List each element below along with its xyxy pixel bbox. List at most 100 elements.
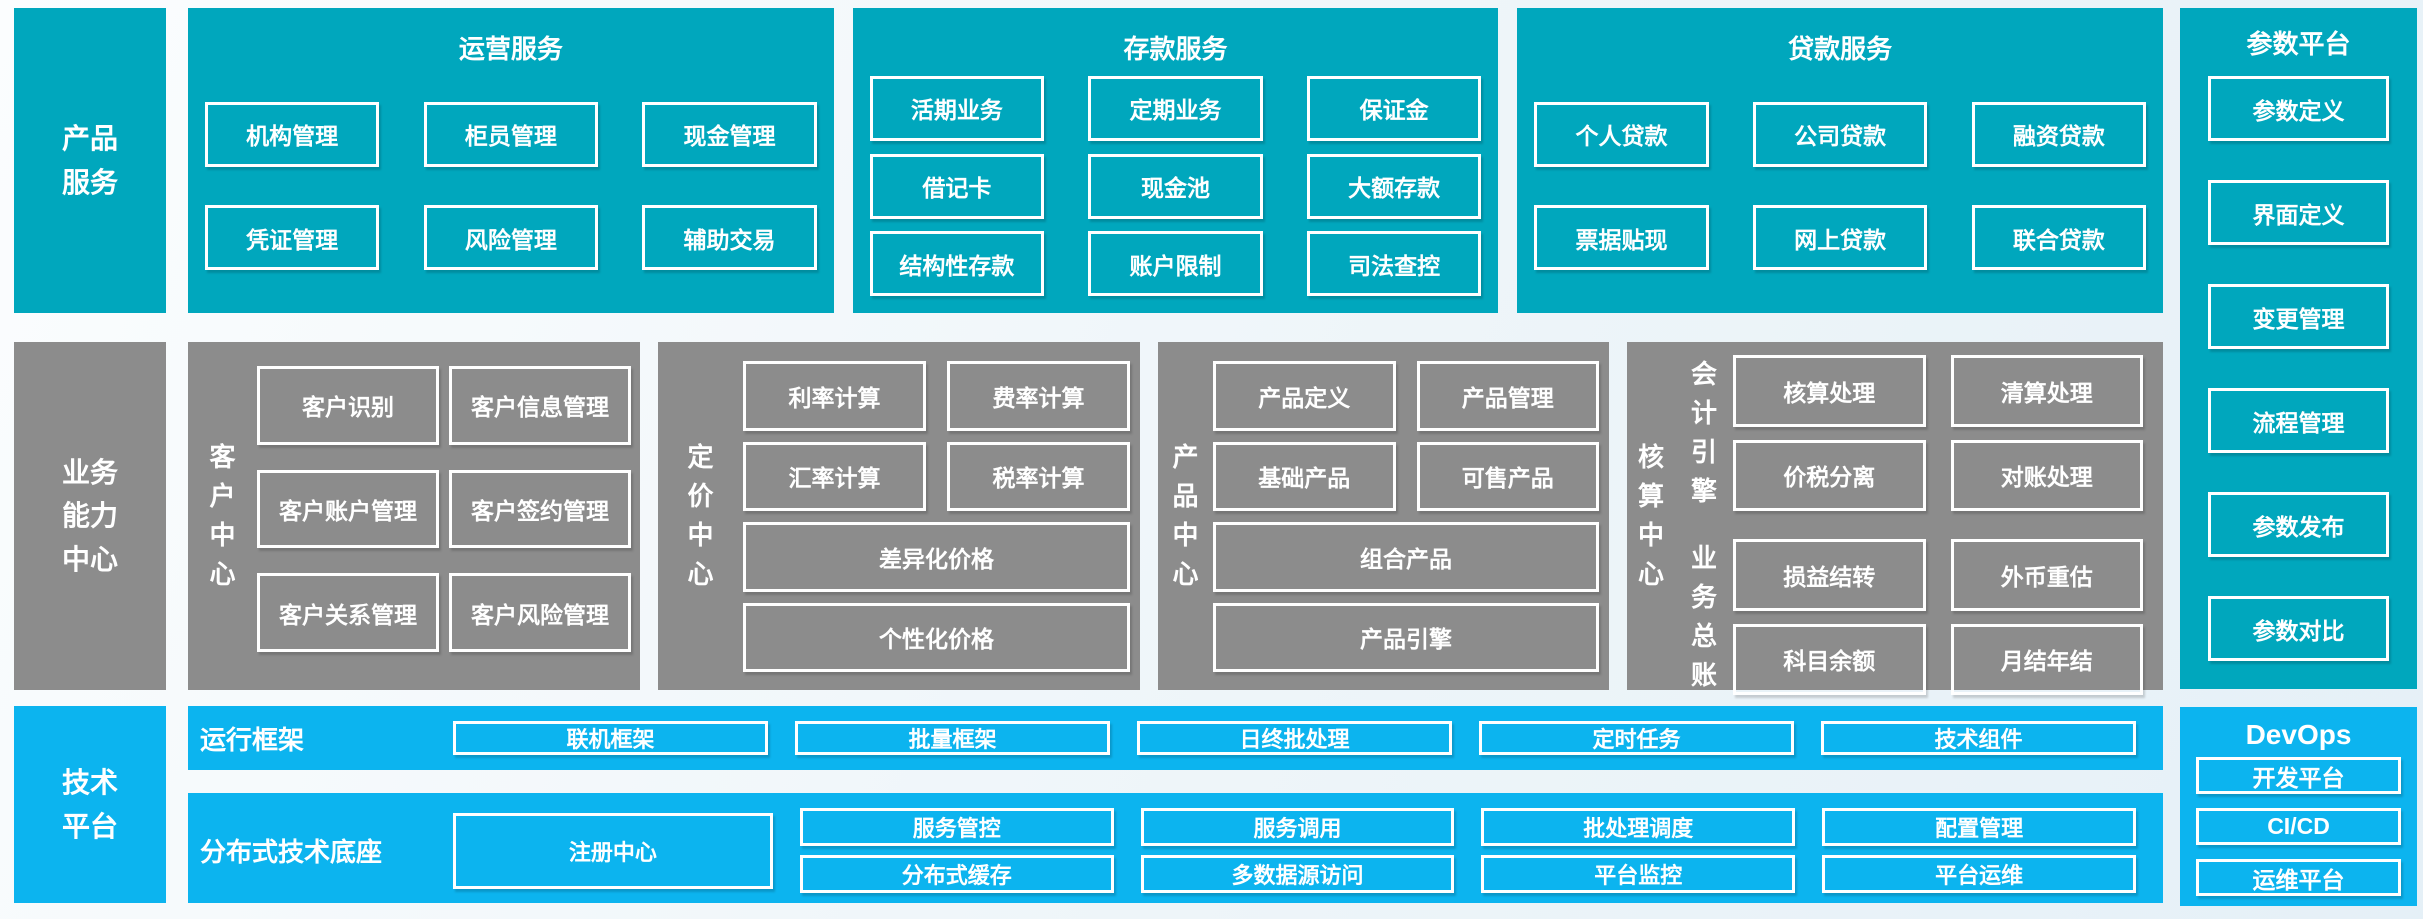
arch-box: 利率计算	[743, 361, 926, 431]
section-pricing-center: 定价中心 利率计算 费率计算 汇率计算 税率计算 差异化价格 个性化价格	[658, 342, 1140, 690]
box-row: 结构性存款 账户限制 司法查控	[853, 231, 1499, 297]
band-product-services: 产品服务 运营服务 机构管理 柜员管理 现金管理 凭证管理 风险管理 辅助交易 …	[14, 8, 2164, 313]
arch-box: CI/CD	[2196, 808, 2401, 845]
row-label-text: 技术平台	[61, 767, 118, 842]
section-operations-services: 运营服务 机构管理 柜员管理 现金管理 凭证管理 风险管理 辅助交易	[188, 8, 834, 313]
arch-box-wide: 组合产品	[1213, 522, 1599, 592]
box-row: 活期业务 定期业务 保证金	[853, 75, 1499, 141]
section-title: 贷款服务	[1788, 34, 1893, 64]
arch-box: 技术组件	[1821, 721, 2136, 755]
section-loan-services: 贷款服务 个人贷款 公司贷款 融资贷款 票据贴现 网上贷款 联合贷款	[1517, 8, 2164, 313]
section-vertical-label: 定价中心	[687, 442, 714, 589]
vertical-label-zone: 业务总账	[1675, 539, 1733, 695]
arch-box: 流程管理	[2208, 388, 2389, 453]
arch-box: 风险管理	[423, 205, 598, 271]
arch-box: 外币重估	[1950, 539, 2143, 611]
section-title: 存款服务	[1123, 34, 1228, 64]
arch-box-wide: 差异化价格	[743, 522, 1130, 592]
arch-box: 凭证管理	[205, 205, 380, 271]
arch-box: 费率计算	[947, 361, 1130, 431]
arch-box: 分布式缓存	[799, 855, 1114, 893]
arch-box: 融资贷款	[1971, 101, 2146, 167]
arch-box: 平台运维	[1822, 855, 2136, 893]
arch-box: 运维平台	[2196, 859, 2401, 896]
box-rows: 活期业务 定期业务 保证金 借记卡 现金池 大额存款 结构性存款 账户限制 司法…	[853, 63, 1499, 313]
arch-box: 平台监控	[1481, 855, 1796, 893]
accounting-group-engine: 会计引擎 核算处理 清算处理 价税分离 对账处理	[1675, 355, 2143, 511]
arch-box: 核算处理	[1733, 355, 1926, 427]
band-technology-platform: 技术平台 运行框架 联机框架 批量框架 日终批处理 定时任务 技术组件 分布式技…	[14, 706, 2163, 903]
arch-box: 账户限制	[1088, 231, 1263, 297]
section-runtime-framework: 运行框架 联机框架 批量框架 日终批处理 定时任务 技术组件	[188, 706, 2163, 770]
arch-box: 客户关系管理	[257, 573, 439, 652]
section-product-center: 产品中心 产品定义 产品管理 基础产品 可售产品 组合产品 产品引擎	[1158, 342, 1609, 690]
section-title: 参数平台	[2246, 29, 2351, 59]
row-label-technology-platform: 技术平台	[14, 706, 166, 903]
arch-box: 参数对比	[2208, 596, 2389, 661]
arch-box: 参数发布	[2208, 492, 2389, 557]
arch-box: 客户识别	[257, 366, 439, 445]
section-distributed-base: 分布式技术底座 注册中心 服务管控 分布式缓存 服务调用 多数据源访问 批处理调…	[188, 793, 2163, 903]
arch-box: 参数定义	[2208, 76, 2389, 141]
section-parameter-platform: 参数平台 参数定义 界面定义 变更管理 流程管理 参数发布 参数对比	[2180, 8, 2417, 689]
arch-box: 对账处理	[1950, 439, 2143, 511]
group-vertical-label: 会计引擎	[1690, 359, 1717, 506]
arch-box: 多数据源访问	[1140, 855, 1455, 893]
arch-box: 柜员管理	[423, 101, 598, 167]
arch-box: 日终批处理	[1137, 721, 1452, 755]
arch-box: 服务调用	[1140, 808, 1455, 846]
arch-box: 借记卡	[869, 153, 1044, 219]
row-label-text: 产品服务	[61, 123, 118, 198]
arch-box: 产品定义	[1213, 361, 1396, 431]
arch-box: 界面定义	[2208, 180, 2389, 245]
vertical-label-zone: 核算中心	[1627, 342, 1675, 690]
box-stack: 批处理调度 平台监控	[1481, 808, 1796, 893]
arch-box: 批处理调度	[1481, 808, 1796, 846]
main-column: 产品服务 运营服务 机构管理 柜员管理 现金管理 凭证管理 风险管理 辅助交易 …	[14, 8, 2164, 911]
box-grid: 核算处理 清算处理 价税分离 对账处理	[1733, 355, 2143, 511]
arch-box: 可售产品	[1416, 441, 1599, 511]
box-row: 凭证管理 风险管理 辅助交易	[188, 205, 834, 271]
arch-box: 清算处理	[1950, 355, 2143, 427]
arch-box: 变更管理	[2208, 284, 2389, 349]
arch-box: 结构性存款	[869, 231, 1044, 297]
box-grid: 利率计算 费率计算 汇率计算 税率计算 差异化价格 个性化价格	[743, 361, 1130, 672]
box-row: 机构管理 柜员管理 现金管理	[188, 101, 834, 167]
arch-box: 网上贷款	[1753, 205, 1928, 271]
box-rows: 机构管理 柜员管理 现金管理 凭证管理 风险管理 辅助交易	[188, 63, 834, 313]
row-label-business-capability: 业务能力中心	[14, 342, 166, 690]
arch-box: 批量框架	[795, 721, 1110, 755]
arch-box: 损益结转	[1733, 539, 1926, 611]
accounting-groups: 会计引擎 核算处理 清算处理 价税分离 对账处理 业务总账 损益结转	[1675, 355, 2143, 695]
arch-box: 保证金	[1307, 75, 1482, 141]
arch-box: 现金管理	[642, 101, 817, 167]
arch-box: 产品管理	[1416, 361, 1599, 431]
group-vertical-label: 业务总账	[1690, 543, 1717, 690]
arch-box: 汇率计算	[743, 441, 926, 511]
vertical-label-zone: 会计引擎	[1675, 355, 1733, 511]
section-vertical-label: 产品中心	[1172, 442, 1199, 589]
arch-box: 司法查控	[1307, 231, 1482, 297]
box-row: 个人贷款 公司贷款 融资贷款	[1517, 101, 2163, 167]
arch-box: 客户风险管理	[449, 573, 631, 652]
distributed-base-label: 分布式技术底座	[200, 837, 383, 867]
arch-box-wide: 个性化价格	[743, 602, 1130, 672]
vertical-label-zone: 定价中心	[658, 342, 743, 690]
arch-box: 科目余额	[1733, 623, 1926, 695]
arch-box: 辅助交易	[642, 205, 817, 271]
row-label-product-services: 产品服务	[14, 8, 166, 313]
box-grid: 客户识别 客户信息管理 客户账户管理 客户签约管理 客户关系管理 客户风险管理	[257, 366, 631, 652]
section-deposit-services: 存款服务 活期业务 定期业务 保证金 借记卡 现金池 大额存款 结构性存款 账户…	[852, 8, 1499, 313]
arch-box: 配置管理	[1822, 808, 2136, 846]
arch-box: 客户信息管理	[449, 366, 631, 445]
diagram-frame: 产品服务 运营服务 机构管理 柜员管理 现金管理 凭证管理 风险管理 辅助交易 …	[14, 8, 2417, 911]
vertical-label-zone: 客户中心	[188, 342, 257, 690]
arch-box: 机构管理	[205, 101, 380, 167]
right-column: 参数平台 参数定义 界面定义 变更管理 流程管理 参数发布 参数对比 DevOp…	[2180, 8, 2417, 911]
band-business-capability: 业务能力中心 客户中心 客户识别 客户信息管理 客户账户管理 客户签约管理 客户…	[14, 342, 2163, 695]
section-vertical-label: 客户中心	[209, 442, 236, 589]
arch-box: 现金池	[1088, 153, 1263, 219]
box-stack: 参数定义 界面定义 变更管理 流程管理 参数发布 参数对比	[2180, 54, 2417, 689]
section-vertical-label: 核算中心	[1637, 442, 1664, 589]
